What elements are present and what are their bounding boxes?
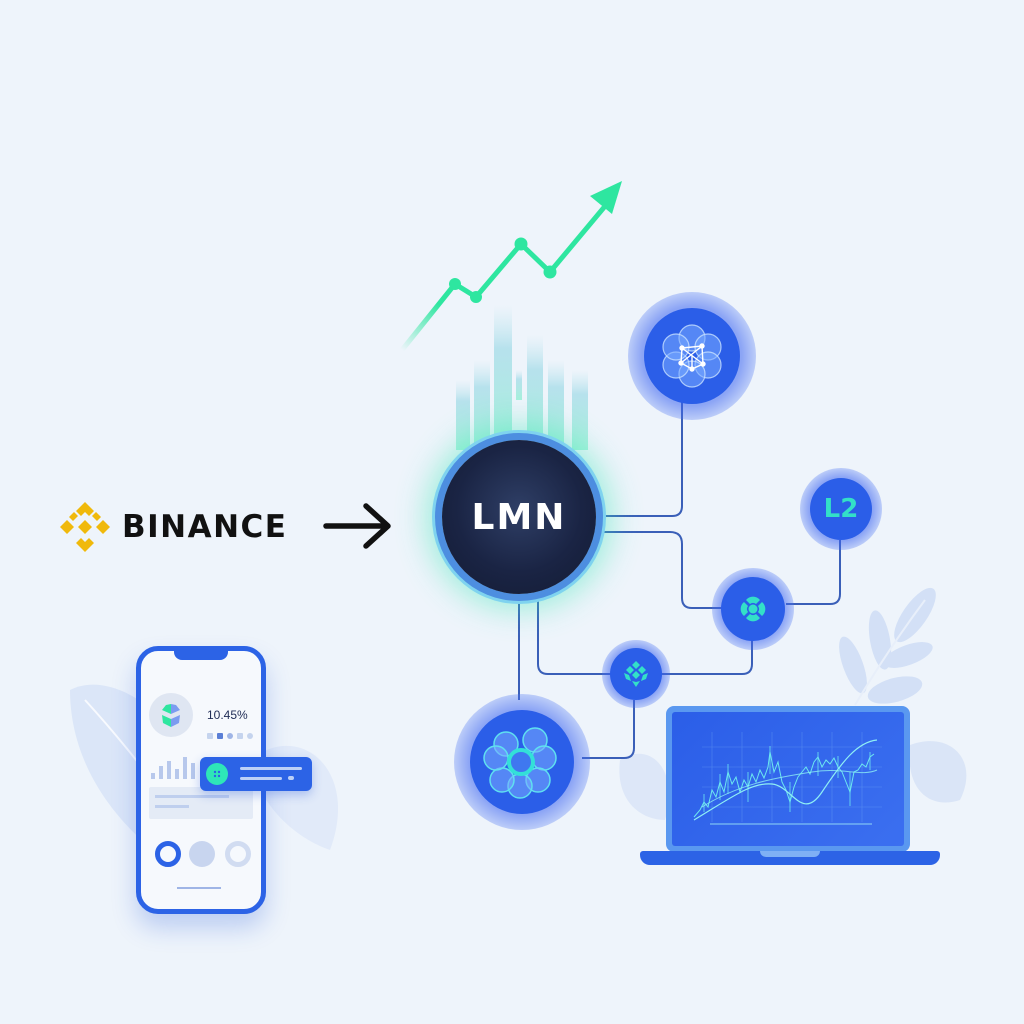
token-avatar — [149, 693, 193, 737]
laptop-screen — [666, 706, 910, 852]
laptop-base — [640, 851, 940, 865]
clover-node[interactable] — [712, 568, 794, 650]
binance-diamond-logo — [60, 502, 110, 552]
l2-node[interactable]: L2 — [800, 468, 882, 550]
flower-node[interactable] — [454, 694, 590, 830]
gem-node[interactable] — [602, 640, 670, 708]
cube-token-icon — [162, 704, 180, 727]
notification-card[interactable] — [200, 757, 312, 791]
home-indicator — [177, 887, 221, 889]
lmn-token-node[interactable]: LMN — [442, 440, 596, 594]
trend-up-arrow-icon — [399, 181, 622, 353]
action-circle-tertiary[interactable] — [225, 841, 251, 867]
four-petal-icon — [740, 596, 766, 622]
binance-brand: BINANCE — [56, 498, 287, 556]
phone-notch — [174, 650, 228, 660]
laptop-notch — [760, 851, 820, 857]
percentage-value: 10.45% — [207, 708, 248, 722]
flower-network-icon — [662, 324, 722, 388]
action-circle-secondary[interactable] — [189, 841, 215, 867]
candlestick-chart-icon — [693, 732, 882, 825]
flower-ring-icon — [483, 727, 557, 799]
glow-bars — [456, 305, 588, 450]
brand-name: BINANCE — [122, 509, 288, 545]
mini-bar-chart — [151, 755, 195, 779]
l2-label: L2 — [823, 494, 859, 524]
lmn-label: LMN — [471, 496, 567, 538]
action-circle-primary[interactable] — [155, 841, 181, 867]
network-node[interactable] — [628, 292, 756, 420]
arrow-right-icon — [323, 503, 391, 549]
page-dots — [207, 733, 253, 739]
faceted-gem-icon — [624, 661, 648, 687]
content-block — [149, 787, 253, 819]
dots-coin-icon — [206, 763, 228, 785]
